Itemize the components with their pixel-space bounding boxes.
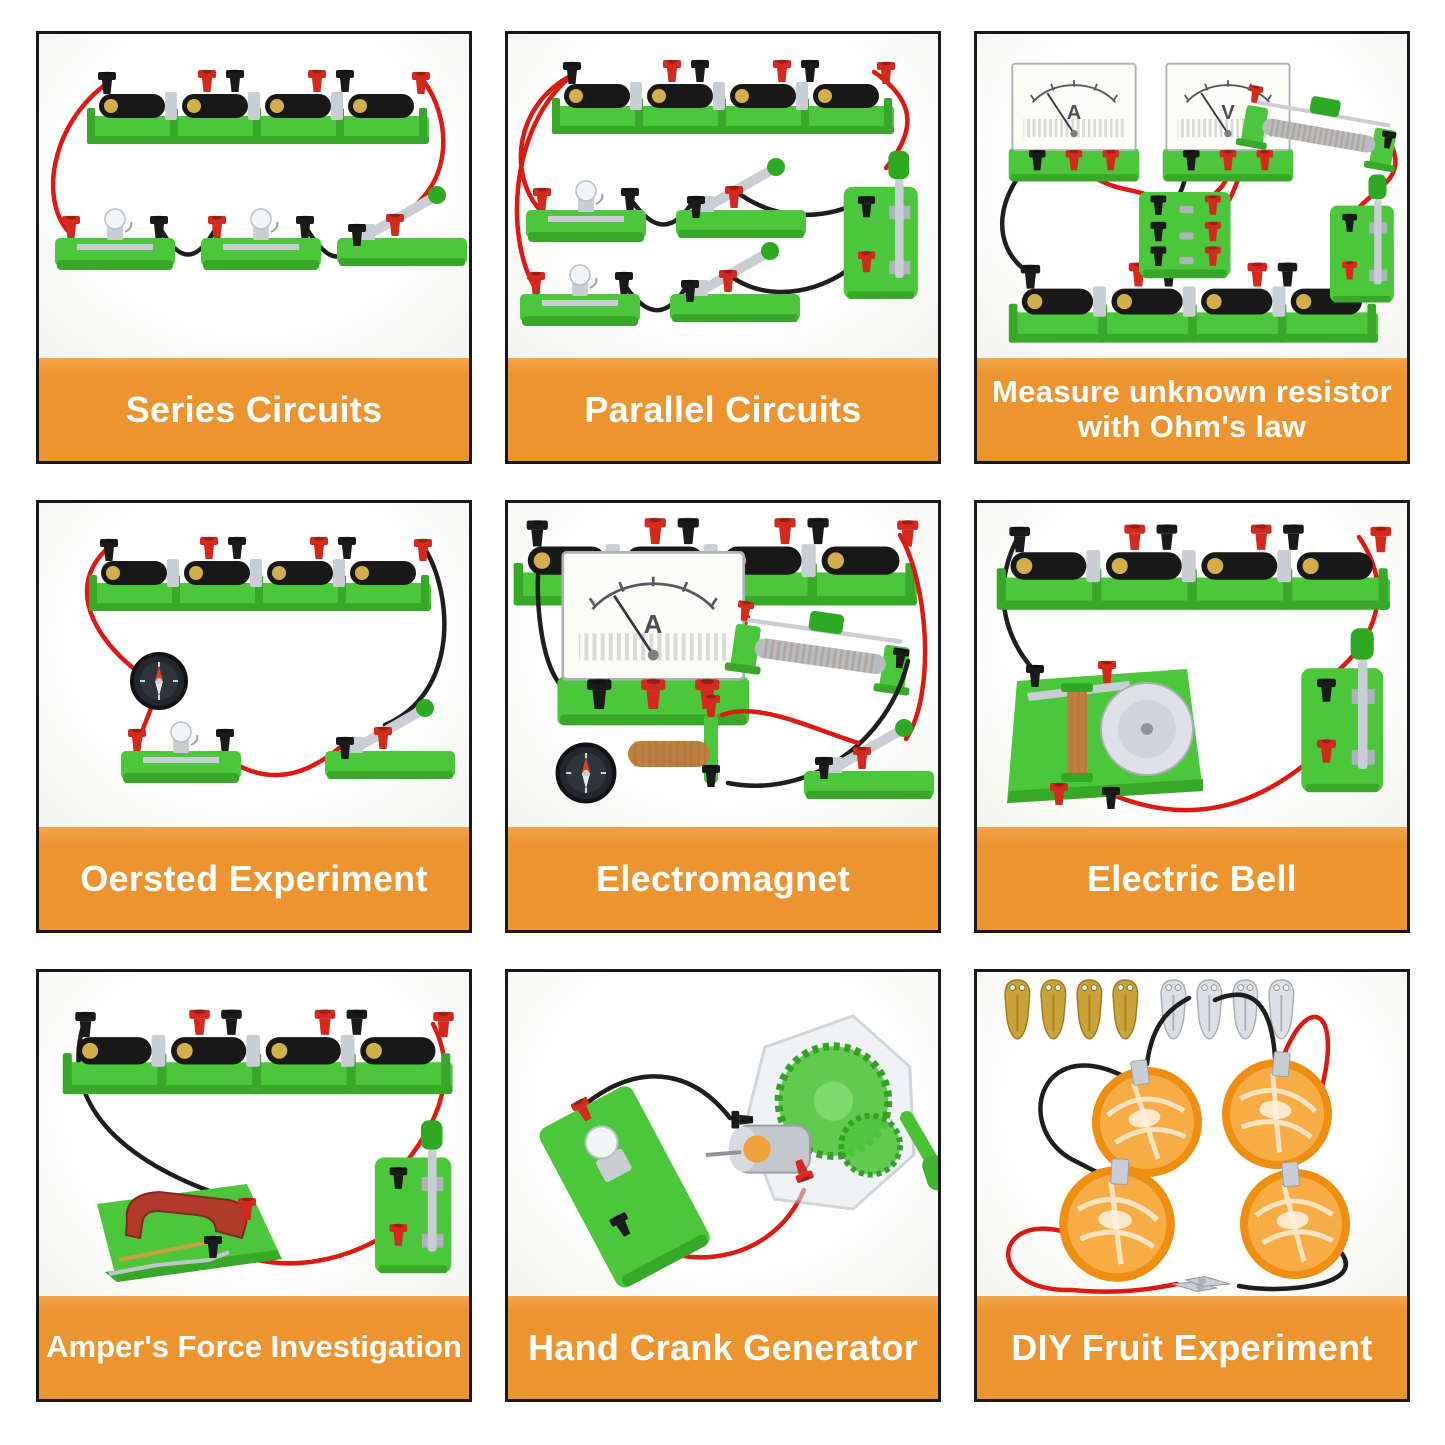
bulb-holder [520,265,640,326]
ampers-force-label: Amper's Force Investigation [46,1329,462,1365]
cell-series-circuits: Series Circuits [36,31,472,464]
parallel-circuits-banner: Parallel Circuits [508,358,938,461]
series-circuits-banner: Series Circuits [39,358,469,461]
cell-electric-bell: Electric Bell [974,500,1410,933]
knife-switch [375,1120,451,1273]
alligator-clips [1171,1273,1231,1295]
electric-bell [1007,661,1203,810]
parallel-circuits-photo [508,34,938,358]
electric-bell-banner: Electric Bell [977,827,1407,930]
bulb-holder [201,209,321,270]
oersted-experiment-photo [39,503,469,827]
measure-unknown-resistor-photo: A V [977,34,1407,358]
hand-crank-generator [706,1016,938,1209]
lever-switch [670,242,800,322]
measure-unknown-resistor-label: Measure unknown resistor with Ohm's law [992,374,1392,444]
copper-electrodes [1004,979,1139,1040]
experiment-grid: Series Circuits [36,31,1410,1402]
cell-electromagnet: A Electromagnet [505,500,941,933]
compass [558,745,615,802]
diy-fruit-photo [977,972,1407,1296]
diy-fruit-banner: DIY Fruit Experiment [977,1296,1407,1399]
bulb-holder [539,1086,710,1288]
voltmeter-letter: V [1221,102,1235,124]
battery-holder [63,1009,454,1094]
cell-ampers-force-investigation: Amper's Force Investigation [36,969,472,1402]
electromagnet-coil [628,694,720,787]
bulb-holder [526,181,646,242]
battery-holder [87,70,430,145]
lever-switch [676,158,806,238]
cell-parallel-circuits: Parallel Circuits [505,31,941,464]
electric-bell-label: Electric Bell [1086,857,1297,899]
cell-oersted-experiment: Oersted Experiment [36,500,472,933]
hand-crank-generator-banner: Hand Crank Generator [508,1296,938,1399]
compass [130,652,188,710]
electromagnet-banner: Electromagnet [508,827,938,930]
ammeter-letter: A [1067,102,1081,124]
knife-switch [1301,628,1383,792]
battery-holder [997,524,1391,610]
electric-bell-photo [977,503,1407,827]
cell-diy-fruit-experiment: DIY Fruit Experiment [974,969,1410,1402]
hand-crank-generator-photo [508,972,938,1296]
series-circuits-label: Series Circuits [125,388,383,430]
series-circuits-photo [39,34,469,358]
electromagnet-label: Electromagnet [596,857,850,899]
knife-switch [1330,175,1394,303]
electromagnet-photo: A [508,503,938,827]
ampers-force-photo [39,972,469,1296]
lever-switch [325,699,455,779]
bulb-holder [121,722,241,783]
parallel-circuits-label: Parallel Circuits [584,388,862,430]
diy-fruit-label: DIY Fruit Experiment [1011,1326,1373,1368]
ammeter-letter: A [644,609,663,639]
oersted-experiment-label: Oersted Experiment [80,857,428,899]
oersted-experiment-banner: Oersted Experiment [39,827,469,930]
orange-halves [1056,1047,1354,1284]
knife-switch [844,151,918,299]
cell-hand-crank-generator: Hand Crank Generator [505,969,941,1402]
cell-measure-unknown-resistor: A V Measure unknown resistor with Ohm's … [974,31,1410,464]
zinc-electrodes [1160,979,1295,1040]
lever-switch [337,186,467,266]
rheostat [724,599,918,696]
battery-holder [552,60,895,135]
terminal-block [1139,192,1231,278]
bulb-holder [55,209,175,270]
horseshoe-magnet-rig [97,1184,282,1282]
hand-crank-generator-label: Hand Crank Generator [527,1326,919,1368]
measure-unknown-resistor-banner: Measure unknown resistor with Ohm's law [977,358,1407,461]
ampers-force-banner: Amper's Force Investigation [39,1296,469,1399]
battery-holder [89,537,432,612]
